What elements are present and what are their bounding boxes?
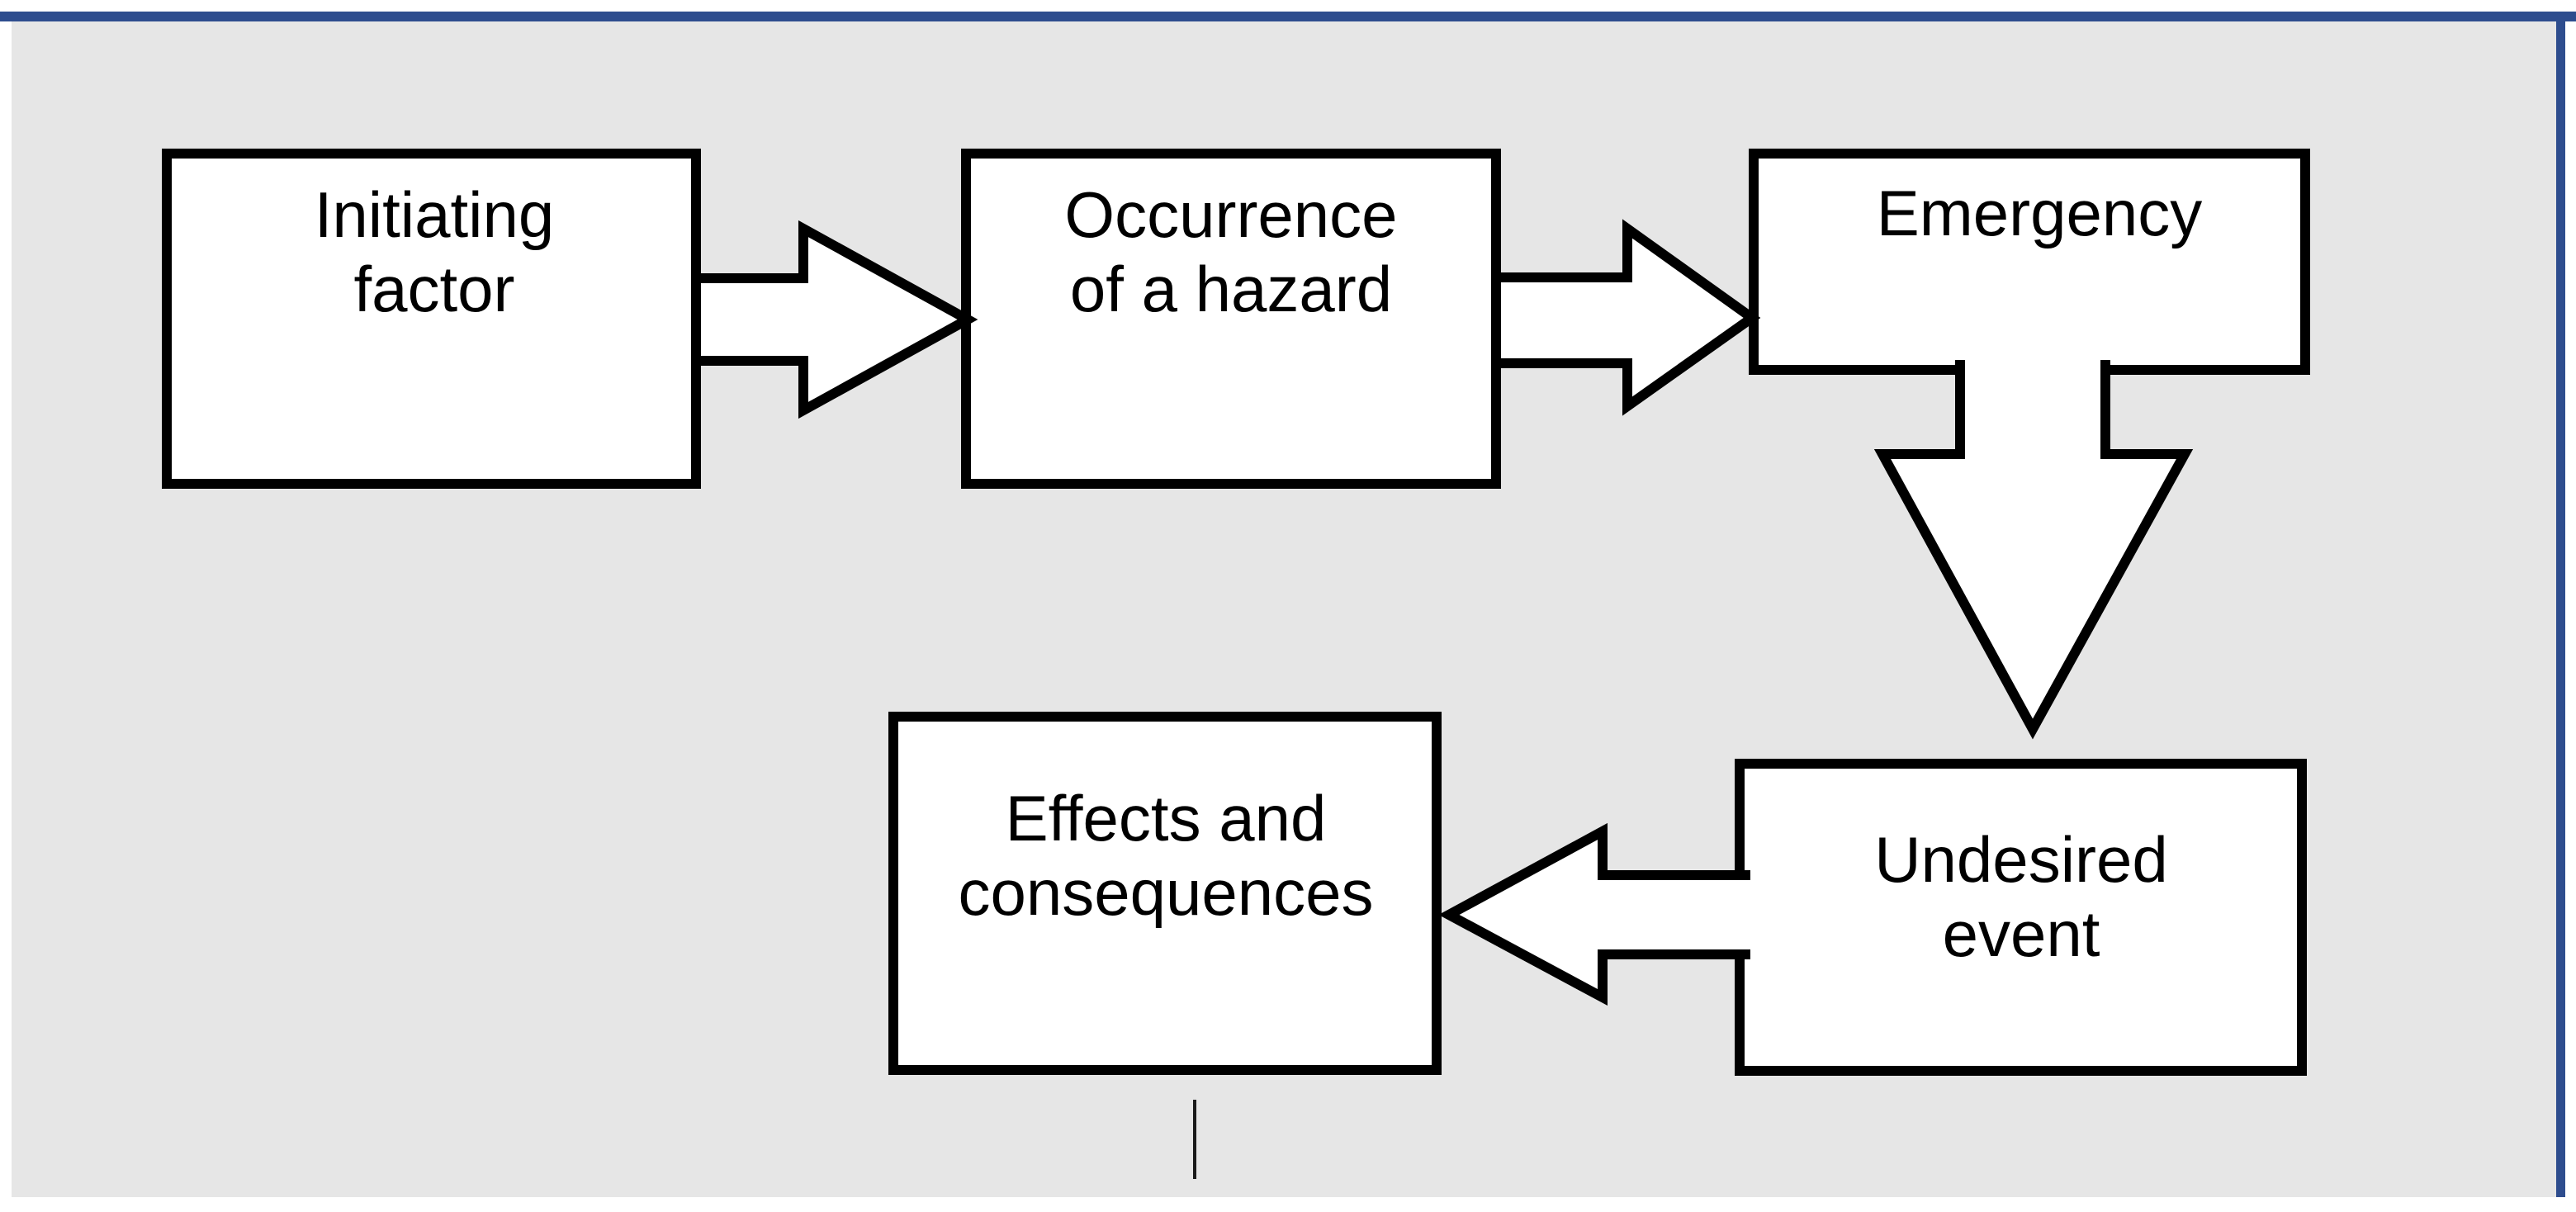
box-initiating-factor: Initiating factor (162, 149, 701, 489)
arrow-initiating-to-occurrence-icon (701, 220, 978, 419)
box-occurrence-of-hazard: Occurrence of a hazard (961, 149, 1501, 489)
box-emergency-shape (1749, 149, 2310, 375)
box-label-line: Emergency (1877, 177, 2203, 249)
box-initiating-factor-shape (162, 149, 701, 489)
box-label-line: factor (353, 253, 514, 325)
box-effects-consequences-shape (888, 712, 1442, 1075)
box-emergency: Emergency (1749, 149, 2310, 375)
box-label-line: Occurrence (1064, 178, 1397, 251)
slide-right-border (2556, 12, 2565, 1197)
slide-top-border (0, 12, 2576, 21)
arrow-undesired-to-effects-icon (1438, 822, 1750, 1006)
box-label-line: event (1943, 897, 2100, 970)
box-label-line: Undesired (1874, 823, 2168, 896)
box-undesired-event-shape (1735, 759, 2307, 1076)
box-undesired-event: Undesired event (1735, 759, 2307, 1076)
arrow-occurrence-to-emergency-icon (1501, 219, 1761, 416)
box-label-line: of a hazard (1070, 253, 1392, 325)
box-label-line: Initiating (315, 178, 555, 251)
box-effects-consequences: Effects and consequences (888, 712, 1442, 1075)
box-label-line: consequences (958, 856, 1373, 929)
arrow-emergency-to-undesired-icon (1873, 360, 2194, 740)
box-label-line: Effects and (1006, 782, 1327, 855)
